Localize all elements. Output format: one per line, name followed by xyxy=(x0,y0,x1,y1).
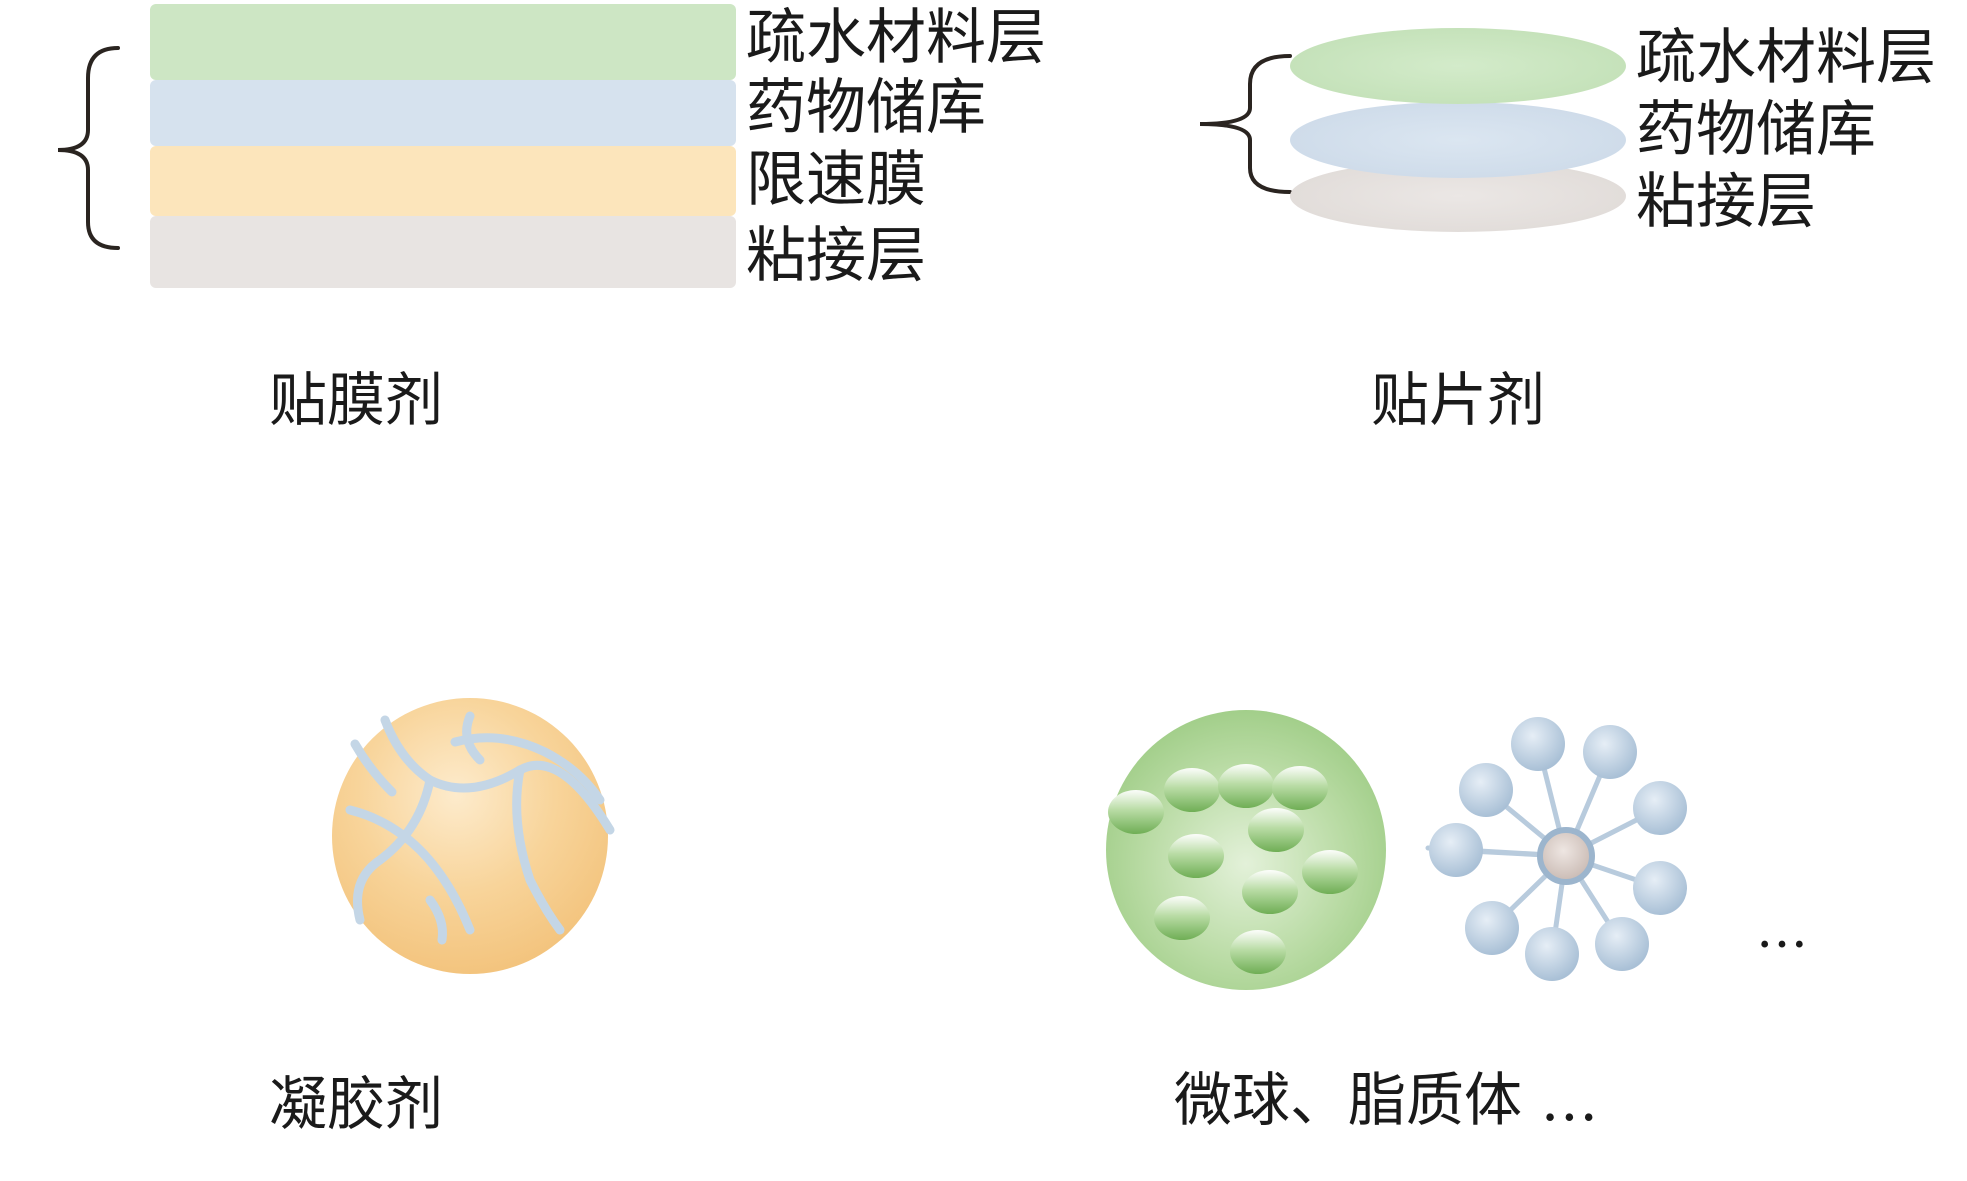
liposome xyxy=(1425,717,1687,981)
patch-layer-label-reservoir: 药物储库 xyxy=(1636,95,1876,165)
patch-bracket xyxy=(1199,54,1292,194)
patch-layer-label-hydrophobic: 疏水材料层 xyxy=(1636,23,1936,93)
patch-adhesive-layer xyxy=(1290,160,1626,232)
film-patch-caption: 贴膜剂 xyxy=(269,366,444,434)
liposome-core xyxy=(1537,827,1595,885)
liposome-lipid-heads xyxy=(1429,717,1687,981)
film-adhesive-layer xyxy=(150,216,736,288)
film-layer-label-hydrophobic: 疏水材料层 xyxy=(746,3,1046,73)
film-layer-label-reservoir: 药物储库 xyxy=(746,73,986,143)
gel-polymer-network xyxy=(345,711,615,945)
patch-caption: 贴片剂 xyxy=(1371,366,1546,434)
film-layer-label-membrane: 限速膜 xyxy=(746,145,926,215)
patch-hydrophobic-layer xyxy=(1290,28,1626,104)
microsphere-drug-beads xyxy=(1108,764,1358,974)
gel-caption: 凝胶剂 xyxy=(269,1070,444,1138)
film-drug-reservoir-layer xyxy=(150,80,736,146)
patch-layer-label-adhesive: 粘接层 xyxy=(1636,167,1816,237)
film-hydrophobic-layer xyxy=(150,4,736,80)
film-rate-control-membrane-layer xyxy=(150,146,736,216)
particles-caption: 微球、脂质体 … xyxy=(1174,1066,1599,1134)
patch-drug-reservoir-layer xyxy=(1290,102,1626,178)
film-layer-label-adhesive: 粘接层 xyxy=(746,221,926,291)
particles-ellipsis: … xyxy=(1756,900,1808,960)
